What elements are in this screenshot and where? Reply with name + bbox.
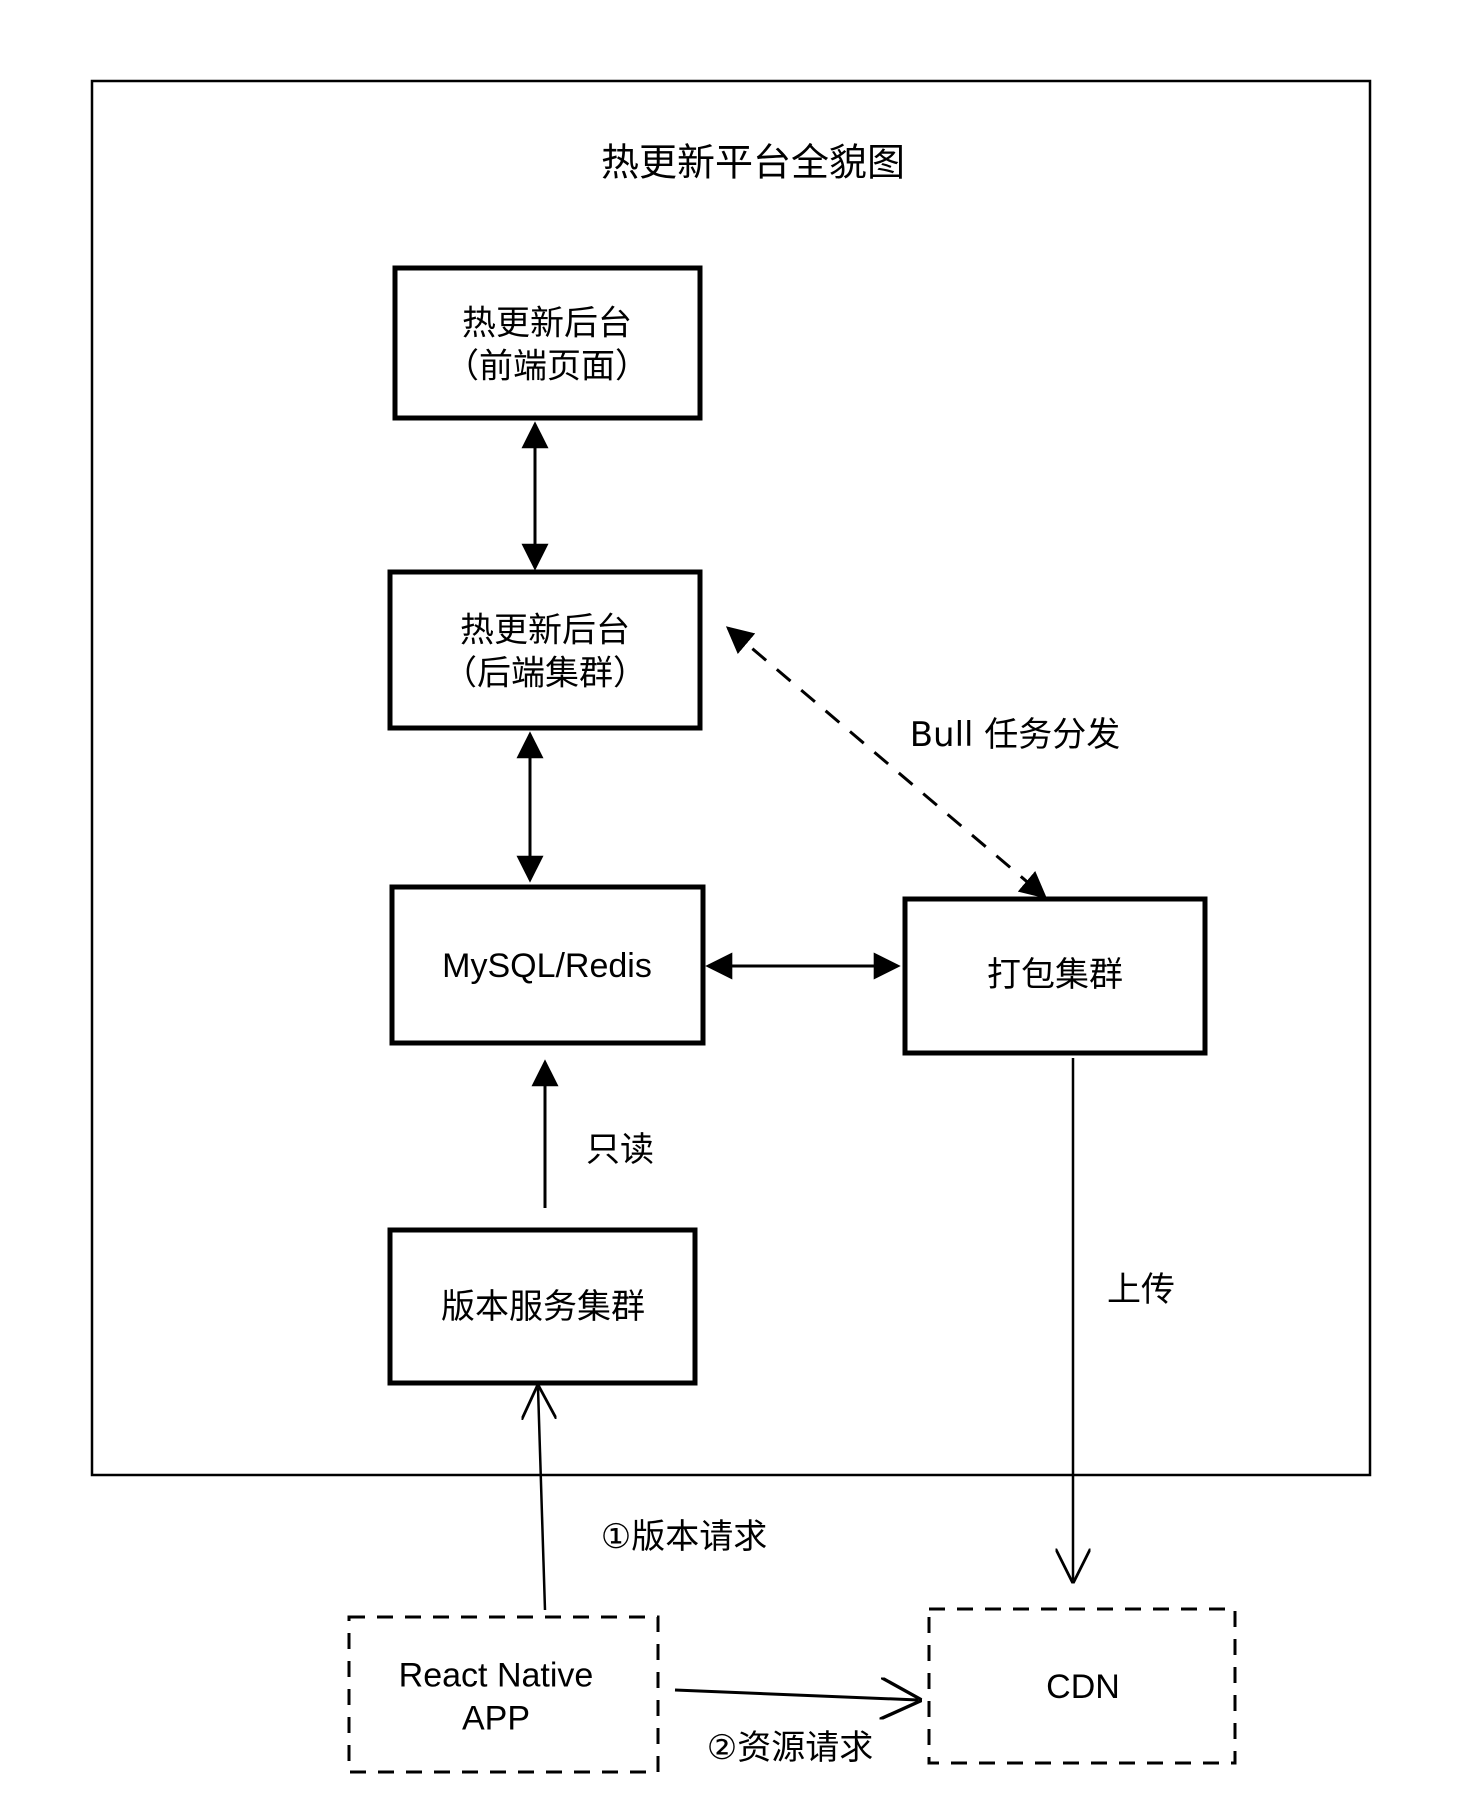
resource-request-label: ②资源请求 <box>706 1727 874 1768</box>
storage-node-label: MySQL/Redis <box>442 946 652 985</box>
packager-box <box>902 896 1208 1056</box>
resource-request-arrow <box>674 1690 918 1700</box>
platform-frame <box>90 79 1372 1477</box>
frontend-node-line2: （前端页面） <box>445 346 649 386</box>
backend-node-line2: （后端集群） <box>443 653 647 693</box>
frontend-node-line1: 热更新后台 <box>462 303 632 344</box>
backend-node: 热更新后台 （后端集群） <box>443 610 647 695</box>
readonly-label: 只读 <box>586 1129 654 1170</box>
backend-node-line1: 热更新后台 <box>460 610 630 651</box>
frontend-box <box>392 265 703 421</box>
bull-dispatch-label: Bull 任务分发 <box>909 714 1121 755</box>
version-request-arrow <box>538 1388 545 1611</box>
cdn-node-label: CDN <box>1046 1667 1120 1706</box>
version-request-label: ①版本请求 <box>600 1516 768 1557</box>
diagram-title: 热更新平台全貌图 <box>600 140 906 185</box>
rn-app-node-line1: React Native <box>398 1656 594 1695</box>
version-service-box <box>387 1227 698 1386</box>
packager-node-label: 打包集群 <box>987 954 1123 995</box>
frontend-node: 热更新后台 （前端页面） <box>445 303 649 388</box>
storage-box <box>389 884 706 1046</box>
rn-app-node: React Native APP <box>399 1655 594 1740</box>
version-service-node-label: 版本服务集群 <box>441 1286 645 1327</box>
bull-dispatch-arrow <box>725 626 1048 899</box>
cdn-box <box>927 1607 1237 1765</box>
upload-label: 上传 <box>1107 1269 1175 1310</box>
rn-app-node-line2: APP <box>461 1699 531 1737</box>
rn-app-box <box>347 1615 660 1774</box>
backend-box <box>387 569 703 731</box>
